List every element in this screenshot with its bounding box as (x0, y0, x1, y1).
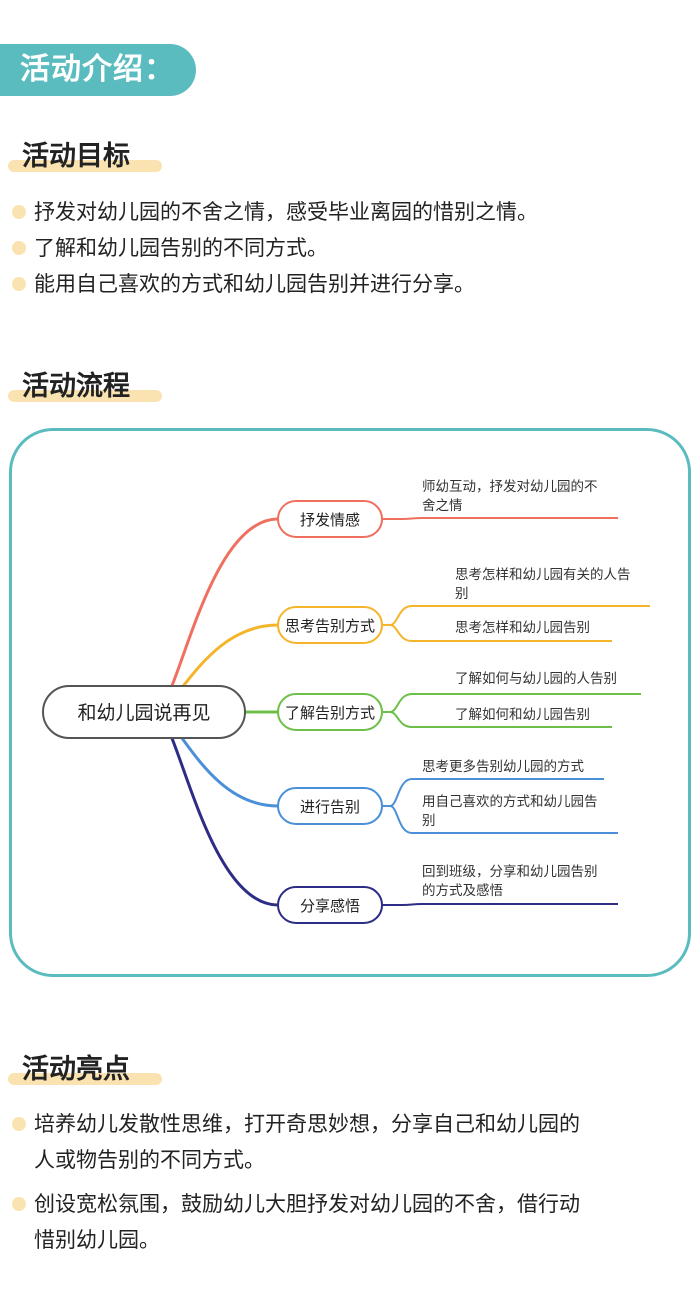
process-title-underline (8, 390, 162, 402)
goal-item: 能用自己喜欢的方式和幼儿园告别并进行分享。 (12, 266, 694, 302)
mindmap-branch-label: 进行告别 (300, 798, 360, 816)
process-title: 活动流程 (22, 371, 130, 402)
mindmap-leaf-label: 师幼互动，抒发对幼儿园的不 (422, 479, 598, 495)
bullet-dot-icon (12, 1117, 26, 1131)
mindmap-branch-label: 了解告别方式 (285, 704, 375, 722)
mindmap-leaf-label: 用自己喜欢的方式和幼儿园告 (422, 794, 598, 810)
mindmap-leaf-label: 思考怎样和幼儿园有关的人告 (455, 567, 631, 583)
leaf-connector (382, 624, 612, 642)
mindmap-branch-label: 思考告别方式 (285, 617, 375, 635)
mindmap-leaf-label: 回到班级，分享和幼儿园告别 (422, 863, 598, 880)
section-header-label: 活动介绍： (20, 52, 175, 87)
mindmap-leaf-label: 别 (455, 586, 469, 602)
mindmap-leaf-label: 了解如何与幼儿园的人告别 (455, 671, 617, 687)
goals-title-underline (8, 160, 162, 172)
mindmap-frame (9, 428, 691, 977)
mindmap-leaf-label: 思考更多告别幼儿园的方式 (422, 758, 584, 775)
leaf-connector (382, 711, 612, 728)
highlight-item: 培养幼儿发散性思维，打开奇思妙想，分享自己和幼儿园的 人或物告别的不同方式。 (12, 1106, 694, 1178)
mindmap-leaf-label: 的方式及感悟 (422, 882, 503, 899)
mindmap-branch-label: 分享感悟 (300, 897, 360, 915)
branch-connector (161, 719, 279, 907)
goal-item: 了解和幼儿园告别的不同方式。 (12, 230, 694, 266)
branch-connector (161, 517, 279, 705)
bullet-dot-icon (12, 277, 26, 291)
mindmap-leaf-label: 别 (422, 813, 436, 829)
highlights-title: 活动亮点 (22, 1054, 130, 1085)
leaf-connector (382, 805, 618, 834)
leaf-connector (382, 517, 618, 520)
mindmap-branch-label: 抒发情感 (300, 511, 360, 529)
goals-title: 活动目标 (22, 141, 130, 172)
highlight-item: 创设宽松氛围，鼓励幼儿大胆抒发对幼儿园的不舍，借行动 惜别幼儿园。 (12, 1186, 694, 1258)
mindmap-leaf-label: 思考怎样和幼儿园告别 (455, 620, 590, 636)
leaf-connector (382, 903, 618, 906)
mindmap-root-label: 和幼儿园说再见 (77, 702, 210, 724)
mindmap-root-node (42, 685, 246, 739)
bullet-dot-icon (12, 1197, 26, 1211)
mindmap-leaf-label: 舍之情 (422, 498, 463, 514)
section-header-pill: 活动介绍： (0, 44, 196, 96)
highlights-title-underline (8, 1073, 162, 1085)
goal-item: 抒发对幼儿园的不舍之情，感受毕业离园的惜别之情。 (12, 194, 694, 230)
bullet-dot-icon (12, 205, 26, 219)
mindmap-leaf-label: 了解如何和幼儿园告别 (455, 707, 590, 723)
bullet-dot-icon (12, 241, 26, 255)
